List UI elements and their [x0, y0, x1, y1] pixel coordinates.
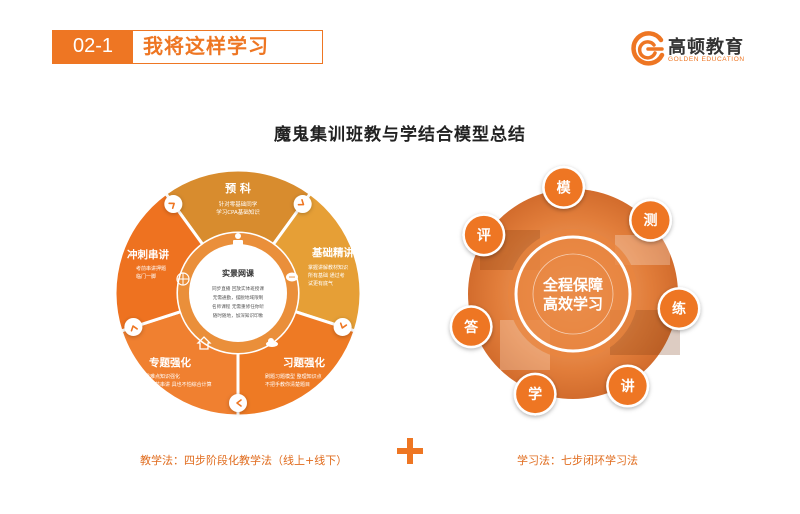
center-ring	[508, 229, 638, 359]
segment-desc-preview: 学习CPA基础知识	[216, 208, 260, 216]
four-step-teaching-diagram: 预 科 针对零基础同学 学习CPA基础知识 基础精讲 掌握讲解教材知识 所有基础…	[113, 168, 363, 418]
globe-icon	[176, 272, 190, 286]
segment-desc-exercises: 不把手教你清楚题目	[265, 381, 310, 388]
step-label: 测	[644, 212, 658, 229]
segment-desc-exercises: 刷题习题模型 整理知识点	[265, 373, 322, 380]
step-circle	[452, 307, 491, 346]
segment-desc-basics: 掌握讲解教材知识	[308, 264, 348, 271]
segment-title-topics: 专题强化	[149, 356, 191, 369]
step-arrow-chevron	[130, 325, 138, 332]
step-circle	[608, 366, 647, 405]
segment-desc-sprint: 临门一脚	[136, 273, 156, 280]
logo-english: GOLDEN EDUCATION	[668, 56, 745, 63]
chat-icon	[286, 272, 298, 282]
center-text: 高效学习	[543, 295, 603, 313]
step-label: 评	[477, 228, 491, 244]
center-ring-border	[514, 235, 632, 353]
segment-title-preview: 预 科	[225, 181, 251, 195]
segment-desc-basics: 试更有底气	[308, 280, 333, 287]
step-circle	[631, 201, 670, 240]
step-circle	[516, 375, 555, 414]
section-header: 02-1 我将这样学习	[52, 30, 323, 64]
plus-icon	[397, 438, 423, 464]
center-circle	[189, 244, 287, 342]
center-line: 同步直播 回放实体班授课	[212, 285, 264, 292]
center-text: 全程保障	[542, 276, 603, 294]
logo-name: 高顿教育	[668, 37, 744, 58]
section-title: 我将这样学习	[143, 34, 269, 58]
step-label: 模	[557, 179, 572, 196]
section-number: 02-1	[53, 31, 133, 63]
brand-logo: 高顿教育 GOLDEN EDUCATION	[628, 31, 748, 67]
segment-title-exercises: 习题强化	[283, 356, 325, 369]
cloud-icon	[266, 338, 278, 347]
step-arrow-chevron	[236, 399, 242, 407]
center-line: 随时随地，加深知识印象	[213, 312, 264, 319]
step-label: 讲	[621, 378, 635, 395]
segment-title-basics: 基础精讲	[311, 246, 354, 259]
step-circle	[659, 289, 698, 328]
segment-desc-preview: 针对零基础同学	[219, 200, 258, 208]
segment-title-sprint: 冲刺串讲	[127, 248, 169, 261]
step-circle	[464, 215, 503, 254]
step-label: 答	[464, 319, 479, 336]
step-label: 学	[528, 386, 542, 403]
logo-mark-icon	[631, 31, 665, 66]
step-arrow-chevron	[168, 202, 175, 209]
house-icon	[196, 336, 212, 350]
teaching-method-caption: 教学法：四步阶段化教学法（线上+线下）	[140, 454, 348, 467]
segment-desc-sprint: 考前串讲押题	[136, 265, 166, 272]
step-arrow-chevron	[339, 322, 348, 329]
center-ring-inner	[532, 253, 614, 335]
teacher-icon	[233, 233, 243, 246]
step-arrow-chevron	[297, 199, 305, 206]
center-line: 名师课程 无需重修任你听	[212, 303, 264, 310]
segment-desc-topics: 跨章节串讲 具也不怕综合计算	[145, 381, 212, 388]
center-line: 无需通勤，摆脱地域限制	[213, 294, 264, 301]
step-label: 练	[672, 301, 686, 318]
page-title: 魔鬼集训班教与学结合模型总结	[274, 125, 526, 145]
step-circle	[544, 168, 583, 207]
segment-desc-basics: 所有基础 通过考	[308, 272, 345, 279]
learning-method-caption: 学习法：七步闭环学习法	[517, 454, 638, 467]
segment-desc-topics: 重难点知识强化	[145, 373, 180, 380]
center-title: 实景网课	[222, 268, 255, 278]
